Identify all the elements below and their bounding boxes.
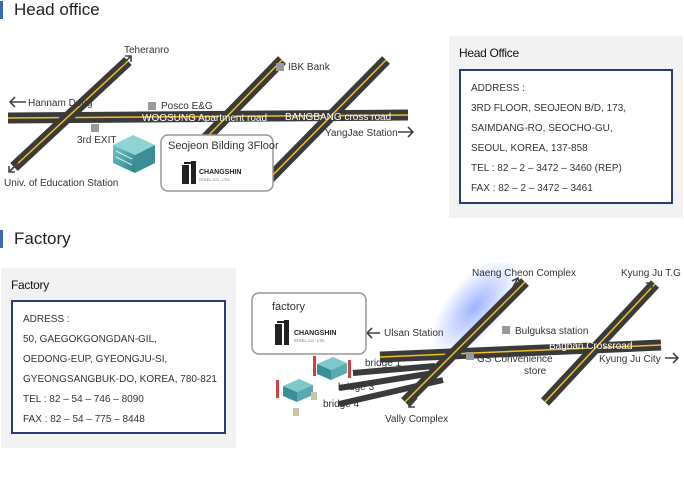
diagonal-road-west (10, 56, 132, 172)
vally-arrow-icon (408, 397, 418, 408)
route-highlight (430, 262, 520, 357)
kyung-ju-tg-arrow-icon (644, 282, 653, 292)
naeng-cheon-label: Naeng Cheon Complex (472, 268, 576, 279)
teheranro-label: Teheranro (124, 45, 169, 56)
ibk-bank-label: IBK Bank (288, 62, 331, 73)
naeng-cheon-road (401, 278, 529, 406)
factory-label: factory (272, 301, 306, 313)
hannam-arrow-icon (8, 96, 26, 108)
tel-line: TEL : 82 – 2 – 3472 – 3460 (REP) (471, 163, 622, 174)
bagban-road (379, 339, 662, 363)
changshin-logo-icon (182, 161, 196, 184)
gs-store-label: GS Convenience (477, 354, 553, 365)
factory-buildings-icon (276, 356, 351, 416)
kyung-ju-city-arrow-icon (665, 352, 680, 364)
ulsan-arrow-icon (365, 327, 380, 339)
diagonal-road-east (264, 56, 390, 184)
naeng-cheon-arrow-icon (511, 276, 521, 288)
exit-label: 3rd EXIT (77, 135, 116, 146)
head-office-panel-title: Head Office (459, 46, 519, 60)
head-office-panel: Head Office ADDRESS : 3RD FLOOR, SEOJEON… (449, 36, 683, 218)
address-line: GYEONGSANGBUK-DO, KOREA, 780-821 (23, 374, 217, 385)
kyung-ju-tg-road (540, 280, 660, 406)
factory-map: factory CHANGSHIN STEEL CO., LTD. Naeng … (251, 262, 681, 425)
vally-complex-label: Vally Complex (385, 414, 448, 425)
building-icon (113, 135, 155, 173)
teheranro-arrow-icon (121, 55, 132, 66)
ulsan-station-label: Ulsan Station (384, 328, 443, 339)
fax-line: FAX : 82 – 54 – 775 – 8448 (23, 414, 145, 425)
changshin-logo-icon (275, 320, 289, 345)
yangjae-label: YangJae Station (325, 128, 398, 139)
address-line: SAIMDANG-RO, SEOCHO-GU, (471, 123, 613, 134)
gs-store-label-line2: store (524, 366, 547, 377)
posco-marker-icon (148, 102, 156, 110)
woosung-road-label: WOOSUNG Apartment road (142, 113, 267, 124)
bulguksa-marker-icon (502, 326, 510, 334)
address-line: 3RD FLOOR, SEOJEON B/D, 173, (471, 103, 627, 114)
logo-sub-text: STEEL CO., LTD. (199, 177, 230, 182)
univ-station-label: Univ. of Education Station (4, 178, 118, 189)
logo-name-text: CHANGSHIN (199, 169, 241, 176)
factory-callout: factory CHANGSHIN STEEL CO., LTD. (251, 292, 367, 355)
gs-store-marker-icon (466, 352, 474, 360)
head-office-map: Seojeon Bilding 3Floor CHANGSHIN STEEL C… (4, 45, 415, 192)
bridge-4-label: bridge 4 (323, 399, 360, 410)
bulguksa-label: Bulguksa station (515, 326, 588, 337)
head-office-address-box: ADDRESS : 3RD FLOOR, SEOJEON B/D, 173, S… (459, 69, 673, 204)
address-line: 50, GAEGOKGONGDAN-GIL, (23, 334, 157, 345)
address-line: OEDONG-EUP, GYEONGJU-SI, (23, 354, 168, 365)
head-office-section-title: Head office (0, 1, 100, 19)
address-line: ADDRESS : (471, 83, 525, 94)
bangbang-label: BANGBANG cross road (285, 112, 391, 123)
factory-section-title: Factory (0, 230, 71, 248)
kyung-ju-city-label: Kyung Ju City (599, 354, 661, 365)
tel-line: TEL : 82 – 54 – 746 – 8090 (23, 394, 144, 405)
address-line: SEOUL, KOREA, 137-858 (471, 143, 588, 154)
logo-name-text: CHANGSHIN (294, 330, 336, 337)
factory-panel: Factory ADRESS : 50, GAEGOKGONGDAN-GIL, … (1, 268, 236, 448)
ibk-bank-marker-icon (276, 63, 284, 71)
address-line: ADRESS : (23, 314, 70, 325)
building-callout: Seojeon Bilding 3Floor CHANGSHIN STEEL C… (160, 134, 279, 192)
kyung-ju-tg-label: Kyung Ju T.G (621, 268, 681, 279)
bridge-3-label: bridge 3 (338, 382, 375, 393)
bridge-1-label: bridge 1 (365, 358, 402, 369)
bagban-crossroad-label: Bagban Crossroad (549, 341, 632, 352)
factory-panel-title: Factory (11, 278, 49, 292)
posco-label: Posco E&G (161, 101, 213, 112)
factory-address-box: ADRESS : 50, GAEGOKGONGDAN-GIL, OEDONG-E… (11, 300, 226, 434)
building-label: Seojeon Bilding 3Floor (168, 140, 279, 152)
hannam-dong-label: Hannam Dong (28, 98, 92, 109)
yangjae-arrow-icon (398, 126, 415, 138)
logo-sub-text: STEEL CO., LTD. (294, 338, 325, 343)
univ-arrow-icon (8, 162, 19, 173)
fax-line: FAX : 82 – 2 – 3472 – 3461 (471, 183, 593, 194)
exit-marker-icon (91, 124, 99, 132)
